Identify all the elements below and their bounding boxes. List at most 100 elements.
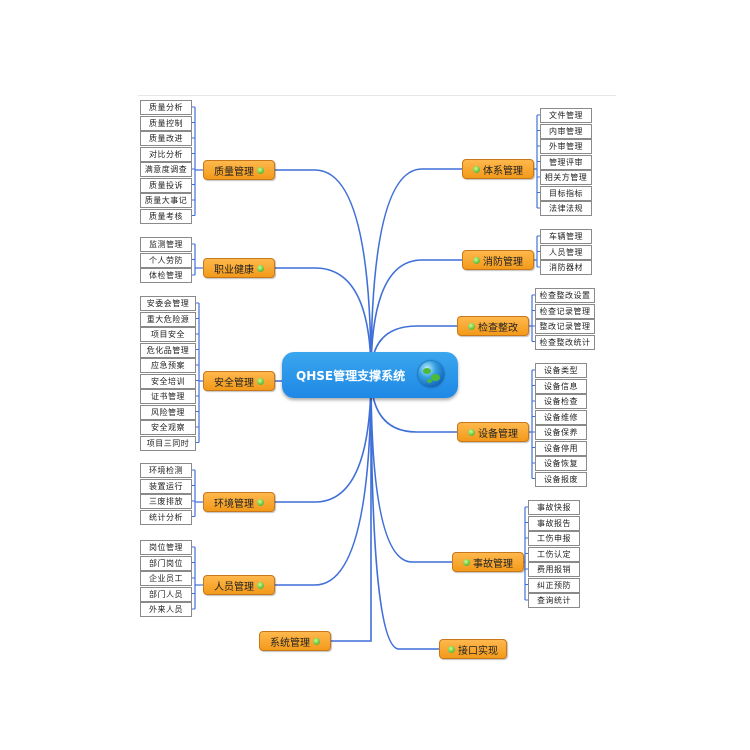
- leaf-item[interactable]: 质量大事记: [140, 193, 192, 208]
- leaf-item[interactable]: 管理评审: [540, 154, 592, 170]
- leaf-item[interactable]: 质量控制: [140, 115, 192, 131]
- green-dot-icon: [257, 166, 264, 174]
- leaf-item[interactable]: 外审管理: [540, 139, 592, 154]
- left-branch-0[interactable]: 质量管理: [203, 160, 275, 180]
- leaf-item[interactable]: 统计分析: [140, 509, 192, 525]
- right-branch-2[interactable]: 检查整改: [457, 316, 529, 336]
- green-dot-icon: [473, 165, 480, 173]
- leaf-item[interactable]: 部门人员: [140, 586, 192, 602]
- leaf-item[interactable]: 安委会管理: [140, 296, 196, 311]
- branch-label: 消防管理: [483, 256, 523, 268]
- leaf-item[interactable]: 安全培训: [140, 373, 196, 389]
- branch-label: 质量管理: [214, 166, 254, 178]
- leaf-item[interactable]: 设备停用: [535, 440, 587, 456]
- branch-label: 体系管理: [483, 165, 523, 177]
- branch-label: 人员管理: [214, 581, 254, 593]
- green-dot-icon: [468, 428, 475, 436]
- left-branch-1[interactable]: 职业健康: [203, 258, 275, 278]
- leaf-item[interactable]: 质量改进: [140, 131, 192, 146]
- leaf-item[interactable]: 消防器材: [540, 260, 592, 275]
- leaf-item[interactable]: 事故报告: [528, 515, 580, 531]
- leaf-item[interactable]: 人员管理: [540, 244, 592, 260]
- leaf-item[interactable]: 设备维修: [535, 409, 587, 425]
- leaf-item[interactable]: 查询统计: [528, 593, 580, 608]
- leaf-item[interactable]: 对比分析: [140, 146, 192, 162]
- leaf-item[interactable]: 岗位管理: [140, 540, 192, 555]
- leaf-item[interactable]: 企业员工: [140, 571, 192, 586]
- leaf-item[interactable]: 检查整改统计: [535, 334, 595, 350]
- green-dot-icon: [448, 645, 455, 653]
- left-branch-4-connector: [275, 374, 372, 586]
- leaf-item[interactable]: 设备类型: [535, 363, 587, 378]
- leaf-item[interactable]: 风险管理: [140, 404, 196, 420]
- leaf-item[interactable]: 设备信息: [535, 378, 587, 394]
- leaf-item[interactable]: 危化品管理: [140, 342, 196, 358]
- leaf-item[interactable]: 监测管理: [140, 237, 192, 252]
- leaf-item[interactable]: 体检管理: [140, 268, 192, 283]
- leaf-item[interactable]: 满意度调查: [140, 162, 192, 177]
- top-divider: [138, 95, 616, 96]
- leaf-item[interactable]: 工伤认定: [528, 546, 580, 562]
- green-dot-icon: [257, 498, 264, 506]
- leaf-item[interactable]: 整改记录管理: [535, 319, 595, 334]
- leaf-item[interactable]: 设备检查: [535, 394, 587, 409]
- leaf-item[interactable]: 环境检测: [140, 463, 192, 478]
- leaf-item[interactable]: 证书管理: [140, 389, 196, 404]
- leaf-item[interactable]: 法律法规: [540, 201, 592, 216]
- left-branch-5[interactable]: 系统管理: [259, 631, 331, 651]
- leaf-item[interactable]: 设备恢复: [535, 456, 587, 471]
- leaf-item[interactable]: 目标指标: [540, 185, 592, 201]
- right-branch-3[interactable]: 设备管理: [457, 422, 529, 442]
- right-branch-1[interactable]: 消防管理: [462, 250, 534, 270]
- globe-icon: [418, 361, 444, 387]
- leaf-item[interactable]: 费用报销: [528, 562, 580, 577]
- leaf-item[interactable]: 项目安全: [140, 327, 196, 342]
- leaf-item[interactable]: 设备保养: [535, 425, 587, 440]
- green-dot-icon: [257, 377, 264, 385]
- leaf-item[interactable]: 检查记录管理: [535, 303, 595, 319]
- leaf-item[interactable]: 安全观察: [140, 420, 196, 435]
- green-dot-icon: [257, 581, 264, 589]
- green-dot-icon: [463, 558, 470, 566]
- leaf-item[interactable]: 项目三同时: [140, 435, 196, 451]
- leaf-item[interactable]: 外来人员: [140, 602, 192, 617]
- leaf-item[interactable]: 文件管理: [540, 108, 592, 123]
- green-dot-icon: [468, 322, 475, 330]
- leaf-item[interactable]: 事故快报: [528, 500, 580, 515]
- left-branch-4[interactable]: 人员管理: [203, 575, 275, 595]
- green-dot-icon: [473, 256, 480, 264]
- center-label: QHSE管理支撑系统: [296, 368, 406, 383]
- leaf-item[interactable]: 质量分析: [140, 100, 192, 115]
- leaf-item[interactable]: 应急预案: [140, 358, 196, 373]
- right-branch-5-connector: [370, 374, 439, 650]
- right-branch-4-connector: [370, 374, 452, 563]
- right-branch-0[interactable]: 体系管理: [462, 159, 534, 179]
- leaf-item[interactable]: 装置运行: [140, 478, 192, 494]
- leaf-item[interactable]: 重大危险源: [140, 311, 196, 327]
- leaf-item[interactable]: 相关方管理: [540, 170, 592, 185]
- right-branch-4[interactable]: 事故管理: [452, 552, 524, 572]
- leaf-item[interactable]: 工伤申报: [528, 531, 580, 546]
- leaf-item[interactable]: 纠正预防: [528, 577, 580, 593]
- leaf-item[interactable]: 车辆管理: [540, 229, 592, 244]
- left-branch-3[interactable]: 环境管理: [203, 492, 275, 512]
- branch-label: 安全管理: [214, 377, 254, 389]
- branch-label: 接口实现: [458, 645, 498, 657]
- branch-label: 事故管理: [473, 558, 513, 570]
- branch-label: 系统管理: [270, 637, 310, 649]
- left-branch-2[interactable]: 安全管理: [203, 371, 275, 391]
- leaf-item[interactable]: 三废排放: [140, 494, 192, 509]
- center-node[interactable]: QHSE管理支撑系统: [282, 352, 458, 398]
- leaf-item[interactable]: 检查整改设置: [535, 288, 595, 303]
- right-branch-5[interactable]: 接口实现: [439, 639, 507, 659]
- leaf-item[interactable]: 质量考核: [140, 208, 192, 224]
- leaf-item[interactable]: 设备报废: [535, 471, 587, 487]
- branch-label: 职业健康: [214, 264, 254, 276]
- right-branch-1-connector: [370, 259, 462, 376]
- green-dot-icon: [257, 264, 264, 272]
- leaf-item[interactable]: 部门岗位: [140, 555, 192, 571]
- branch-label: 环境管理: [214, 498, 254, 510]
- leaf-item[interactable]: 质量投诉: [140, 177, 192, 193]
- leaf-item[interactable]: 个人劳防: [140, 252, 192, 268]
- leaf-item[interactable]: 内审管理: [540, 123, 592, 139]
